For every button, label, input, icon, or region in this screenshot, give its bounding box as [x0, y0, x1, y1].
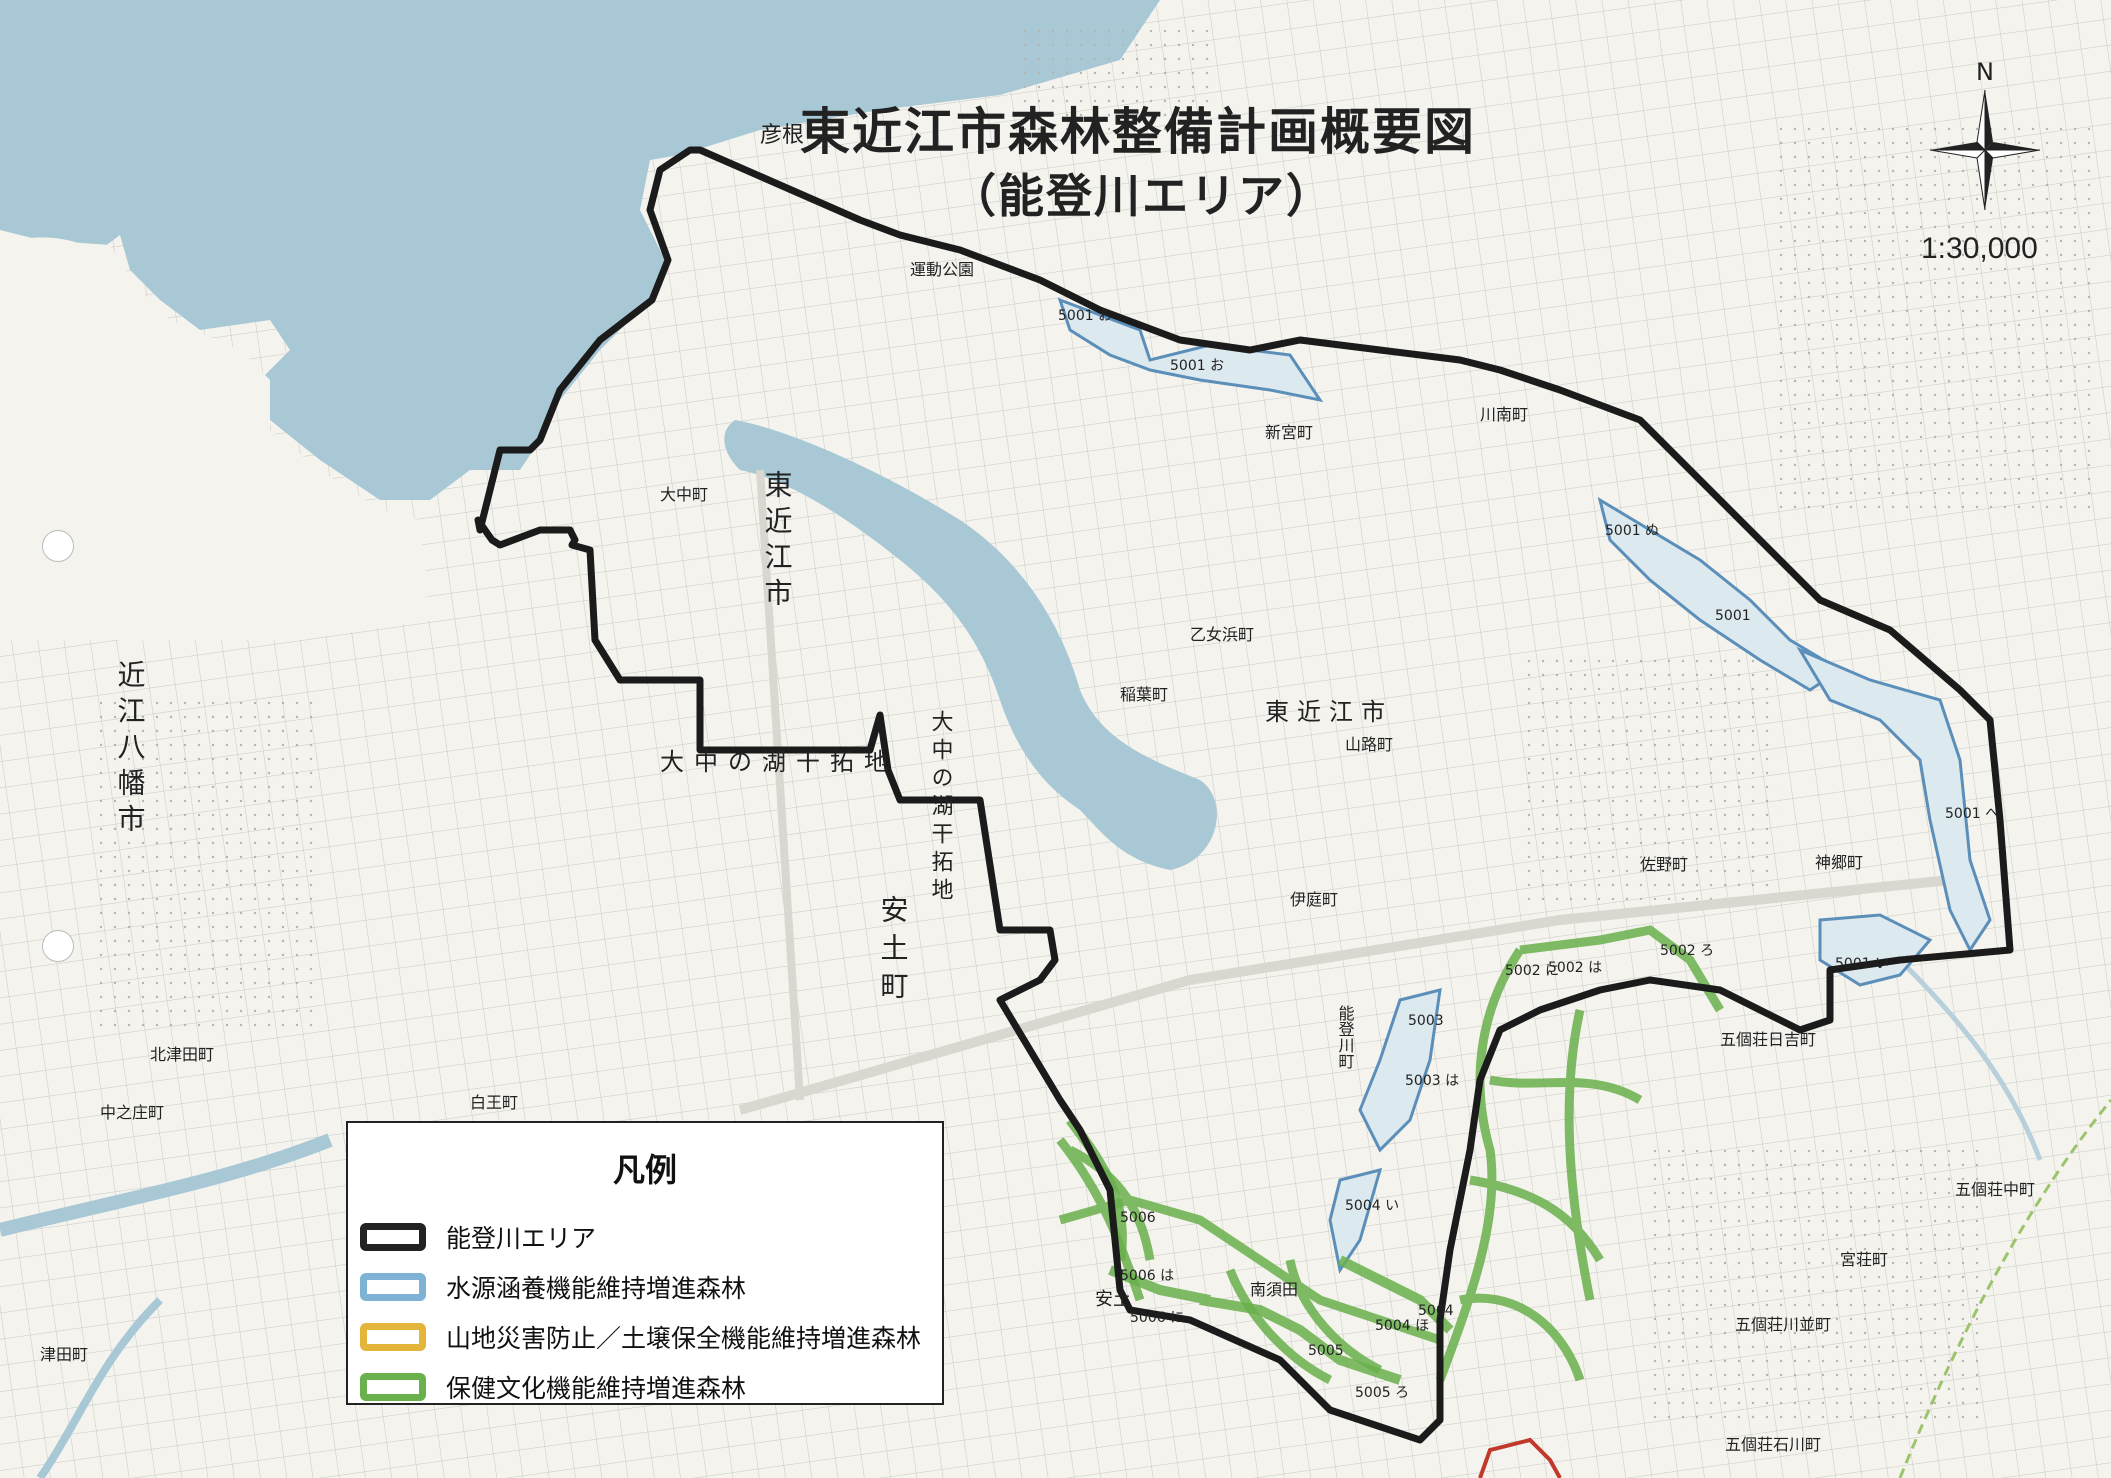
stand-label: 5002 は — [1548, 960, 1602, 976]
legend-swatch — [360, 1273, 426, 1301]
stand-label: 5004 ほ — [1375, 1318, 1429, 1334]
legend-item-health-culture: 保健文化機能維持増進森林 — [360, 1367, 746, 1407]
stand-label: 5006 — [1120, 1210, 1156, 1226]
map-subtitle: （能登川エリア） — [950, 169, 1334, 223]
settlement — [1520, 650, 1780, 900]
map-title-block: 東近江市森林整備計画概要図 （能登川エリア） — [800, 92, 1476, 226]
place-yamaji: 山路町 — [1345, 735, 1393, 754]
health-culture-forest — [1056, 925, 1724, 1385]
place-azuchi: 安土町 — [877, 895, 910, 1009]
place-daichu-cho: 大中町 — [660, 485, 708, 504]
main-road — [756, 469, 804, 1101]
settlement — [1770, 120, 2100, 520]
settlement — [1650, 1150, 1980, 1430]
legend-label: 能登川エリア — [446, 1224, 597, 1253]
place-mizuho: 五個荘石川町 — [1725, 1435, 1821, 1454]
stand-label: 5002 ろ — [1660, 943, 1714, 959]
place-notogawa: 能登川町 — [1336, 1005, 1355, 1069]
trail — [1478, 1437, 1562, 1478]
place-otomecho: 乙女浜町 — [1190, 625, 1254, 644]
legend-label: 水源涵養機能維持増進森林 — [446, 1274, 747, 1303]
settlement — [1020, 30, 1210, 140]
place-shinkaichi: 新宮町 — [1265, 423, 1313, 442]
place-tsuda: 津田町 — [40, 1345, 88, 1364]
peninsula — [0, 230, 430, 640]
water-conservation-forest — [1057, 297, 1992, 1274]
river — [1898, 958, 2043, 1161]
legend-title: 凡例 — [612, 1151, 677, 1189]
place-nakanosho: 中之庄町 — [100, 1103, 164, 1122]
island — [13, 237, 130, 296]
north-label: N — [1976, 58, 1994, 86]
stand-label: 5006 に — [1130, 1310, 1184, 1326]
place-sano: 佐野町 — [1640, 855, 1688, 874]
place-higashiomi: 東近江市 — [1265, 698, 1393, 726]
legend-item-notogawa-area: 能登川エリア — [360, 1217, 596, 1257]
stand-label: 5001 お — [1170, 358, 1224, 374]
stand-label: 5001 い — [1835, 956, 1889, 972]
lake-biwa — [0, 0, 1160, 500]
place-minami-sudo: 南須田 — [1250, 1280, 1298, 1299]
place-undo-koen: 運動公園 — [910, 260, 974, 279]
place-omihachiman: 近江八幡市 — [114, 660, 147, 840]
place-inato: 稲葉町 — [1120, 685, 1168, 704]
place-kanzaki: 神郷町 — [1815, 853, 1863, 872]
place-hikone: 彦根 — [760, 123, 804, 148]
map-title: 東近江市森林整備計画概要図 — [800, 103, 1476, 161]
legend: 凡例 能登川エリア 水源涵養機能維持増進森林 山地災害防止／土壌保全機能維持増進… — [346, 1121, 944, 1405]
legend-label: 保健文化機能維持増進森林 — [446, 1374, 747, 1403]
stand-label: 5006 は — [1120, 1268, 1174, 1284]
place-goka-hino: 五個荘日吉町 — [1720, 1030, 1816, 1049]
place-miyasho: 宮荘町 — [1840, 1250, 1888, 1269]
legend-swatch — [360, 1323, 426, 1351]
place-kinen: 五個荘川並町 — [1735, 1315, 1831, 1334]
inner-lake — [724, 420, 1217, 870]
place-kitatsuda: 北津田町 — [150, 1045, 214, 1064]
legend-label: 山地災害防止／土壌保全機能維持増進森林 — [446, 1324, 922, 1353]
binder-hole-bottom — [42, 930, 74, 962]
canal — [0, 1133, 333, 1237]
main-road — [738, 875, 1951, 1115]
compass-rose: N — [1929, 58, 2041, 211]
place-yasui: 安土 — [1095, 1289, 1131, 1310]
legend-swatch — [360, 1373, 426, 1401]
place-higashiomi-vertical: 東近江市 — [761, 470, 794, 614]
channel — [36, 1297, 163, 1478]
place-daichu-kantaku-vertical: 大中の湖干拓地 — [928, 710, 954, 906]
place-labels: 東近江市 大中の湖干拓地 彦根 大中町 新宮町 伊庭町 運動公園 川南町 佐野町… — [40, 123, 2035, 1454]
stand-label: 5002 に — [1505, 963, 1559, 979]
stand-label: 5005 ろ — [1355, 1385, 1409, 1401]
stand-label: 5005 — [1308, 1343, 1344, 1359]
railway — [1898, 1099, 2111, 1478]
stand-label: 5001 — [1715, 608, 1751, 624]
stand-labels: 5001 お 5001 お 5001 ぬ 5001 5001 へ 5001 い … — [1058, 308, 1999, 1401]
notogawa-area-boundary — [474, 146, 2014, 1444]
binder-hole-top — [42, 530, 74, 562]
map-scale: 1:30,000 — [1921, 232, 2038, 265]
place-shiojicho: 白王町 — [470, 1093, 518, 1112]
place-daichu-kantaku: 大中の湖干拓地 — [660, 748, 898, 776]
stand-label: 5004 — [1418, 1303, 1454, 1319]
stand-label: 5003 — [1408, 1013, 1444, 1029]
place-goka-nakamachi: 五個荘中町 — [1955, 1180, 2035, 1199]
place-jikko: 川南町 — [1480, 405, 1528, 424]
stand-label: 5004 い — [1345, 1198, 1399, 1214]
legend-swatch — [360, 1223, 426, 1251]
place-ibaraki: 伊庭町 — [1290, 890, 1338, 909]
settlement — [100, 700, 320, 1030]
legend-item-water-conservation: 水源涵養機能維持増進森林 — [360, 1267, 746, 1307]
stand-label: 5001 お — [1058, 308, 1112, 324]
legend-item-disaster-prevention: 山地災害防止／土壌保全機能維持増進森林 — [360, 1317, 921, 1357]
stand-label: 5001 ぬ — [1605, 523, 1659, 539]
stand-label: 5003 は — [1405, 1073, 1459, 1089]
stand-label: 5001 へ — [1945, 806, 1999, 822]
